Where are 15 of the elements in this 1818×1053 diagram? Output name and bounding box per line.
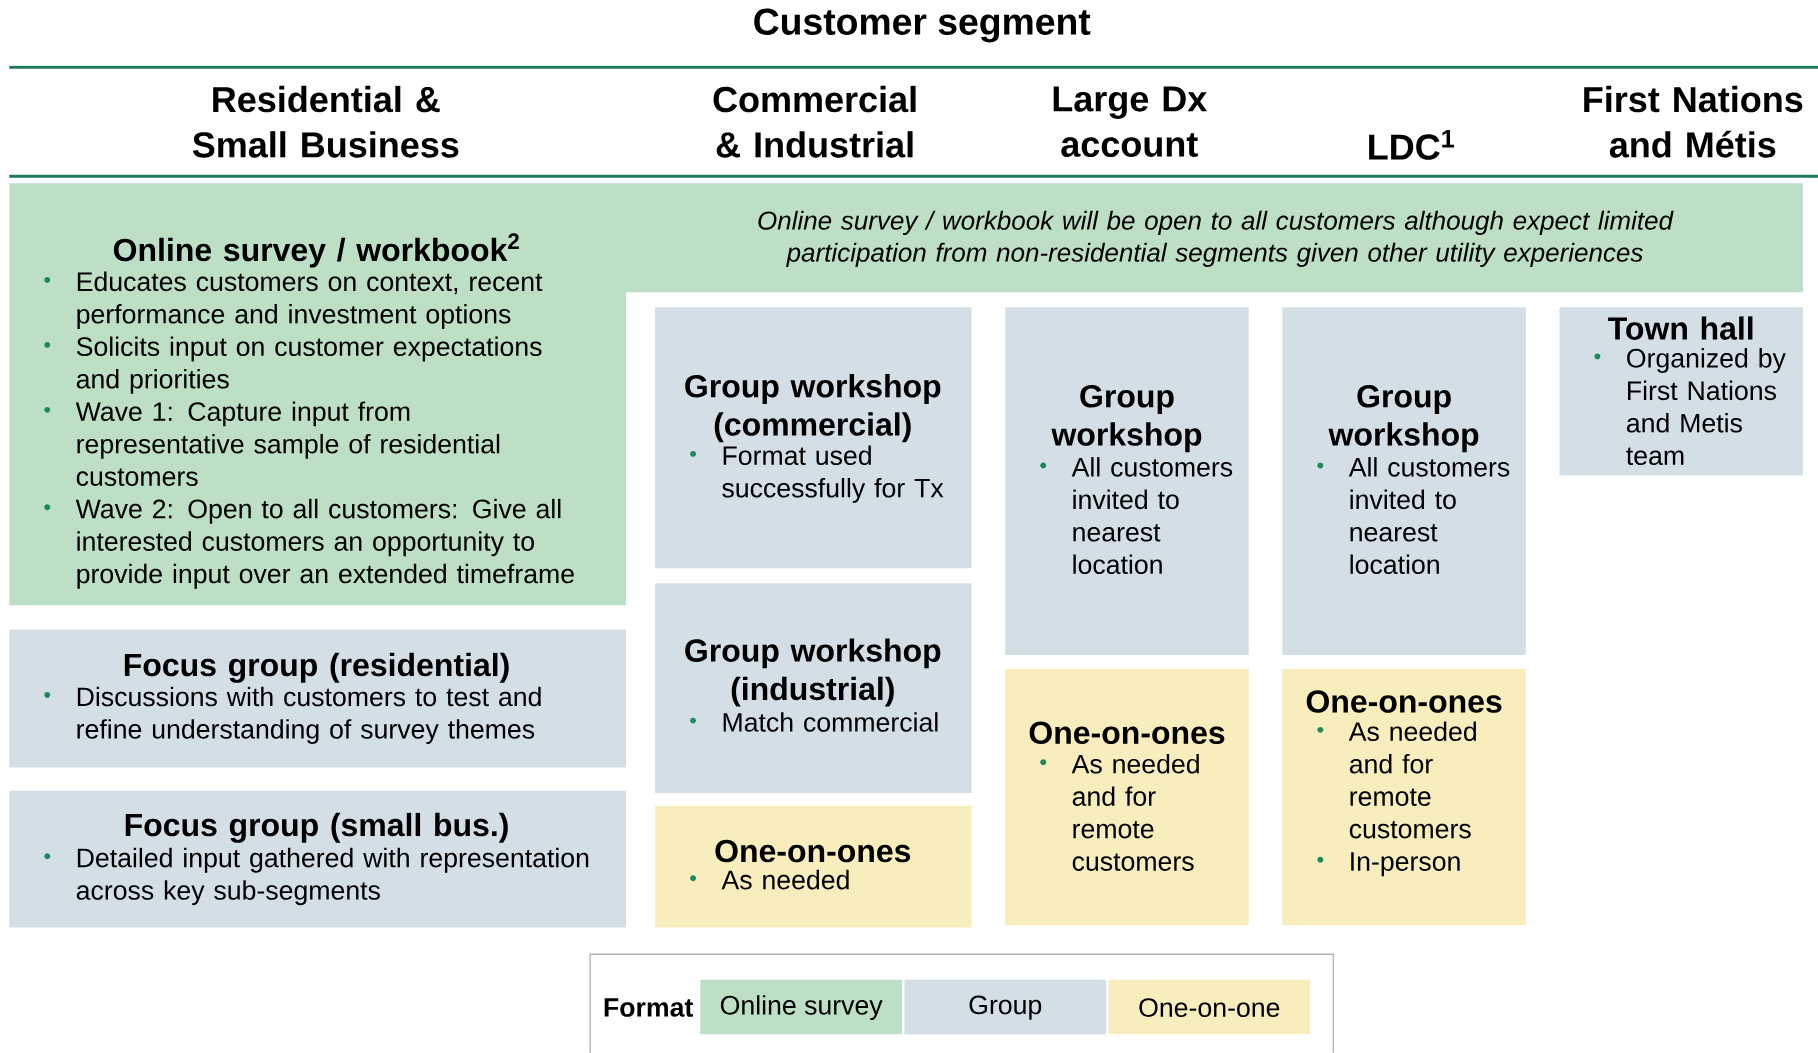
title: Customer segment [754,8,1091,43]
focus-group-box: Focus group (small bus.) Detailed input gathered with representation across key sub-segments [9,790,627,928]
workshop-box: Group workshop (industrial) Match commercial [655,583,972,794]
workshop-box: Group workshop All customers invited to nearest location [1005,307,1249,656]
one-on-one-box: One-on-ones As needed [655,805,972,928]
one-on-one-box: One-on-ones As needed and for remote customers In-person [1282,669,1526,926]
workshop-box: Group workshop All customers invited to nearest location [1282,307,1526,656]
focus-group-box: Focus group (residential) Discussions with customers to test and refine understanding of survey themes [9,629,627,768]
one-on-one-box: One-on-ones As needed and for remote customers [1005,669,1249,926]
town-hall-box: Town hall Organized by First Nations and Metis team [1559,307,1803,476]
legend-item: Group [904,979,1107,1035]
legend-item: Online survey [700,979,903,1035]
workshop-box: Group workshop (commercial) Format used successfully for Tx [655,307,972,569]
legend-title: Format [604,998,693,1017]
legend-item: One-on-one [1108,979,1311,1035]
